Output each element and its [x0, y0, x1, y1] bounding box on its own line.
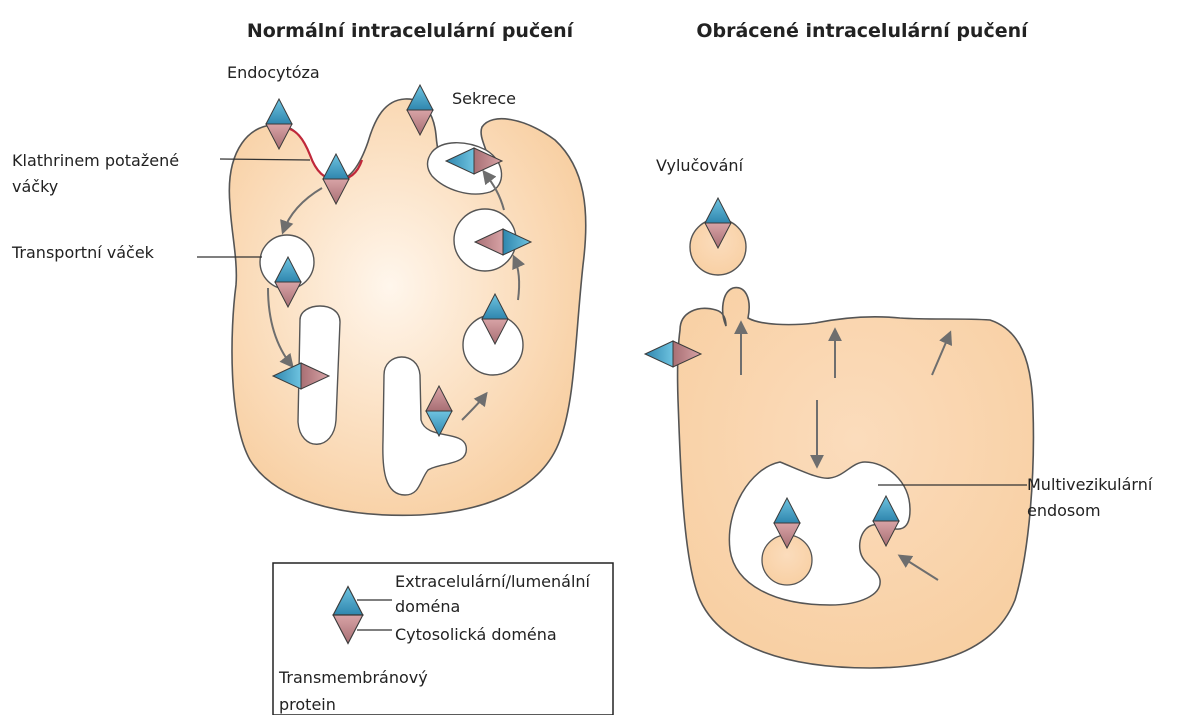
- reverse-budding-cell: [645, 198, 1033, 668]
- normal-budding-cell: [229, 85, 585, 515]
- label-mvb-line2: endosom: [1027, 501, 1101, 520]
- label-mvb-line1: Multivezikulární: [1027, 475, 1153, 494]
- label-secretion: Sekrece: [452, 89, 516, 108]
- legend-extracellular-line2: doména: [395, 597, 460, 616]
- legend-protein-line2: protein: [279, 695, 336, 714]
- left-title: Normální intracelulární pučení: [247, 20, 575, 42]
- legend-cytosolic: Cytosolická doména: [395, 625, 557, 644]
- label-clathrin-line1: Klathrinem potažené: [12, 151, 179, 170]
- label-transport-vesicle: Transportní váček: [11, 243, 155, 262]
- legend-extracellular-line1: Extracelulární/lumenální: [395, 572, 591, 591]
- right-title: Obrácené intracelulární pučení: [696, 20, 1029, 42]
- legend-protein-line1: Transmembránový: [278, 668, 428, 687]
- label-clathrin-line2: váčky: [12, 177, 58, 196]
- label-endocytosis: Endocytóza: [227, 63, 320, 82]
- legend: Extracelulární/lumenální doména Cytosoli…: [273, 563, 613, 715]
- label-excretion: Vylučování: [656, 156, 744, 175]
